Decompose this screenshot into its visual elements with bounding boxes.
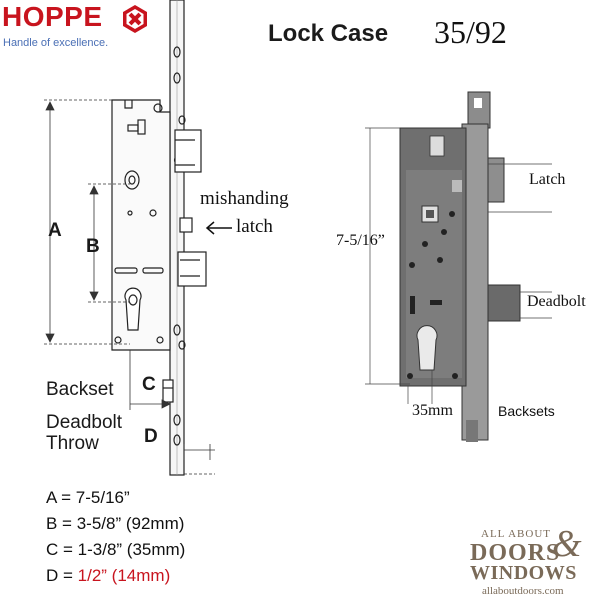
dimension-d-label: D xyxy=(144,426,158,447)
right-backset-value: 35mm xyxy=(412,402,453,419)
legend-row-a: A = 7-5/16” xyxy=(46,488,130,508)
legend-prefix: B = xyxy=(46,514,77,533)
watermark-line2: DOORS xyxy=(470,540,561,566)
latch-note-label: latch xyxy=(236,216,273,237)
right-latch-label: Latch xyxy=(529,171,566,188)
hoppe-hexagon-icon xyxy=(123,5,147,33)
brand-tagline: Handle of excellence. xyxy=(3,37,109,49)
watermark-line3: WINDOWS xyxy=(470,562,577,584)
right-height-label: 7-5/16” xyxy=(336,232,385,249)
legend-prefix: C = xyxy=(46,540,78,559)
dimension-b-label: B xyxy=(86,236,100,257)
left-dimension-lines xyxy=(44,99,215,475)
brand-name: HOPPE xyxy=(2,1,103,32)
legend-value: 3-5/8” (92mm) xyxy=(76,514,185,533)
left-lock-drawing xyxy=(111,0,207,476)
dimension-c-label: C xyxy=(142,374,156,395)
right-dimension-lines xyxy=(365,127,552,404)
deadbolt-throw-label-line1: Deadbolt xyxy=(46,412,123,433)
mishanding-label: mishanding xyxy=(200,188,289,209)
dimension-a-label: A xyxy=(48,220,62,241)
watermark-ampersand: & xyxy=(552,523,582,565)
arrow-left-icon xyxy=(205,221,232,235)
legend-row-b: B = 3-5/8” (92mm) xyxy=(46,514,184,534)
legend-prefix: A = xyxy=(46,488,76,507)
page-title: Lock Case xyxy=(268,20,389,47)
legend-value-highlight: 1/2” (14mm) xyxy=(77,566,171,585)
model-number: 35/92 xyxy=(434,14,507,50)
legend-row-d: D = 1/2” (14mm) xyxy=(46,566,170,586)
right-lock-photo xyxy=(399,91,521,442)
legend-value: 7-5/16” xyxy=(75,488,130,507)
watermark-line1: ALL ABOUT xyxy=(481,528,552,540)
right-deadbolt-label: Deadbolt xyxy=(527,293,586,310)
deadbolt-throw-label-line2: Throw xyxy=(46,433,99,454)
watermark-url: allaboutdoors.com xyxy=(482,585,564,597)
backset-label: Backset xyxy=(46,379,114,400)
legend-prefix: D = xyxy=(46,566,78,585)
legend-value: 1-3/8” (35mm) xyxy=(77,540,186,559)
right-backsets-label: Backsets xyxy=(498,403,555,419)
legend-row-c: C = 1-3/8” (35mm) xyxy=(46,540,185,560)
